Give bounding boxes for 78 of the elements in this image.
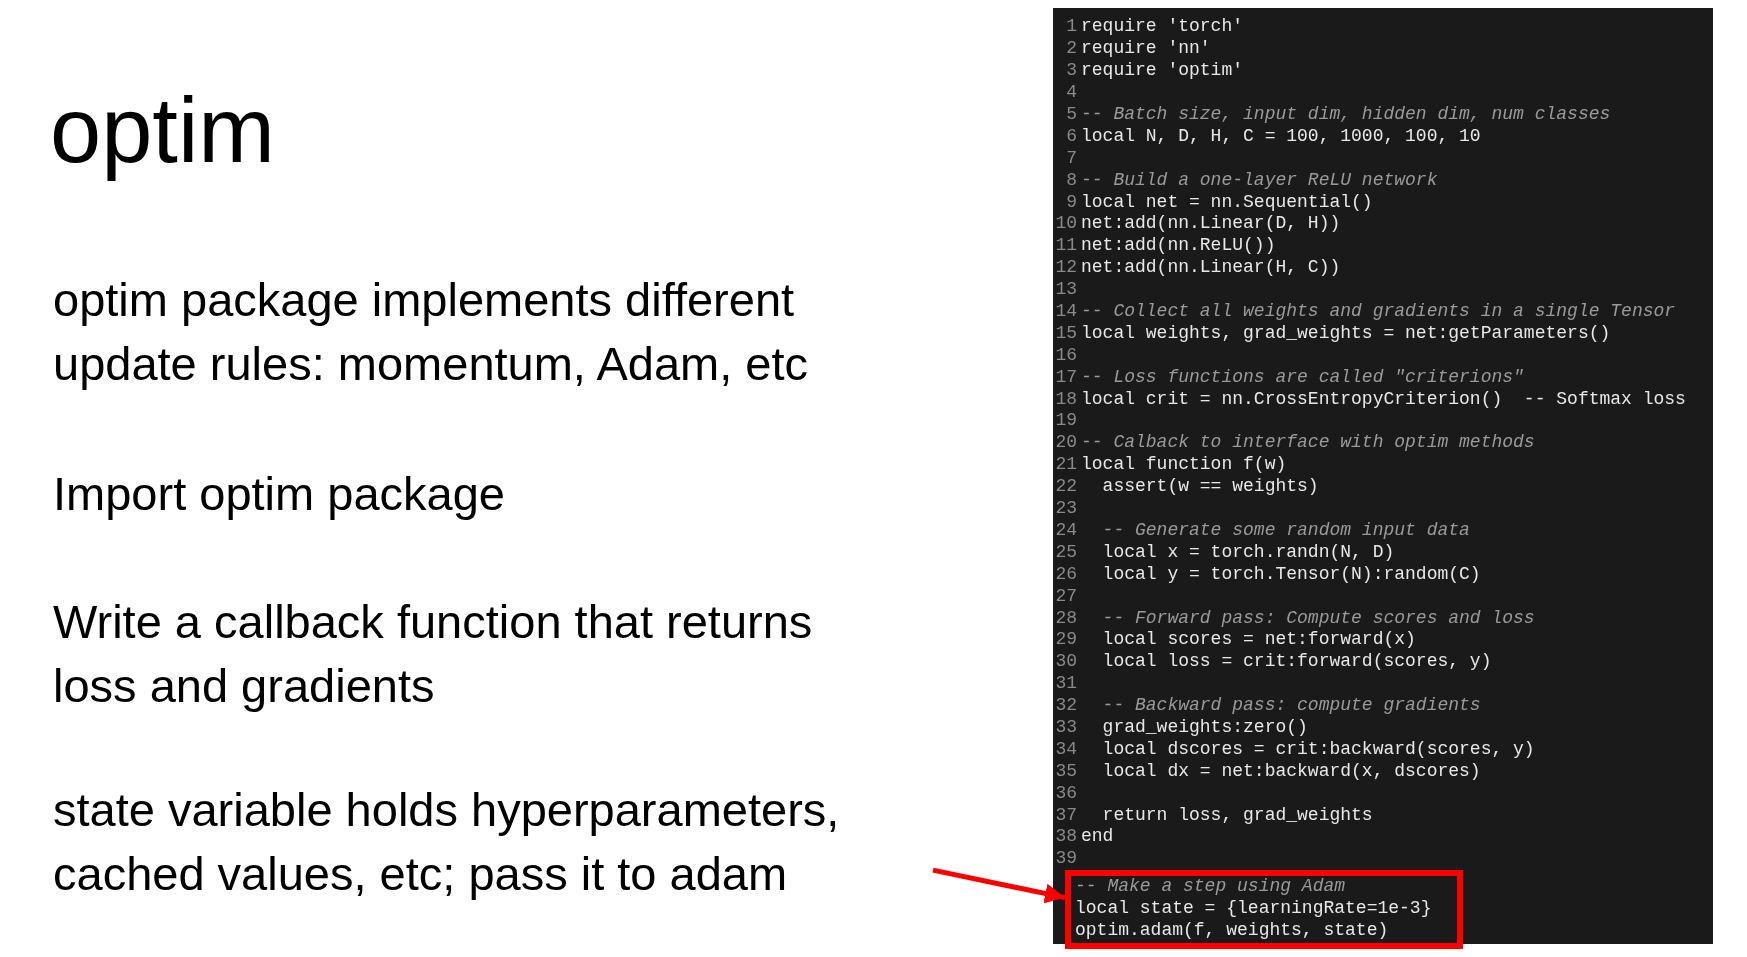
code-line: local x = torch.randn(N, D)	[1101, 540, 1395, 564]
line-number: 12	[1054, 256, 1078, 280]
line-number: 20	[1054, 431, 1078, 455]
line-number: 4	[1065, 81, 1078, 105]
line-number: 25	[1054, 540, 1078, 564]
code-line: local weights, grad_weights = net:getParameters()	[1081, 321, 1611, 345]
line-number: 22	[1054, 475, 1078, 499]
code-line: local state = {learningRate=1e-3}	[1075, 897, 1432, 921]
line-number: 27	[1054, 584, 1078, 608]
line-number: 10	[1054, 212, 1078, 236]
code-line: net:add(nn.ReLU())	[1081, 234, 1276, 258]
line-number: 32	[1054, 694, 1078, 718]
code-comment: -- Calback to interface with optim methods	[1081, 431, 1535, 455]
line-number: 33	[1054, 715, 1078, 739]
bullet-text: state variable holds hyperparameters, cached values, etc; pass it to adam	[53, 778, 933, 906]
code-line: assert(w == weights)	[1101, 475, 1319, 499]
code-comment: -- Collect all weights and gradients in a single Tensor	[1081, 300, 1676, 324]
slide-title: optim	[50, 78, 275, 183]
code-comment: -- Backward pass: compute gradients	[1101, 694, 1481, 718]
line-number: 18	[1054, 387, 1078, 411]
line-number: 9	[1065, 190, 1078, 214]
code-comment: -- Generate some random input data	[1101, 518, 1470, 542]
code-line: net:add(nn.Linear(D, H))	[1081, 212, 1341, 236]
line-number: 30	[1054, 650, 1078, 674]
line-number: 36	[1054, 781, 1078, 805]
code-line: local N, D, H, C = 100, 1000, 100, 10	[1081, 124, 1481, 148]
code-line: local scores = net:forward(x)	[1101, 628, 1416, 652]
code-comment: -- Batch size, input dim, hidden dim, num classes	[1081, 103, 1611, 126]
code-line: local loss = crit:forward(scores, y)	[1101, 650, 1492, 674]
code-line: local function f(w)	[1081, 453, 1287, 477]
line-number: 11	[1054, 234, 1078, 258]
line-number: 37	[1054, 803, 1078, 827]
line-number: 34	[1054, 737, 1078, 761]
code-line: require 'torch'	[1081, 15, 1244, 39]
line-number: 35	[1054, 759, 1078, 783]
code-line: return loss, grad_weights	[1101, 803, 1373, 827]
code-line: require 'optim'	[1081, 59, 1244, 83]
code-line: end	[1081, 825, 1114, 849]
code-line: local y = torch.Tensor(N):random(C)	[1101, 562, 1481, 586]
line-number: 24	[1054, 518, 1078, 542]
line-number: 17	[1054, 365, 1078, 389]
code-line: net:add(nn.Linear(H, C))	[1081, 256, 1341, 280]
line-number: 23	[1054, 497, 1078, 521]
code-line: require 'nn'	[1081, 37, 1211, 61]
line-number: 2	[1065, 37, 1078, 61]
bullet-text: Write a callback function that returns loss and gradients	[53, 594, 814, 714]
code-comment: -- Make a step using Adam	[1075, 875, 1346, 899]
line-number: 31	[1054, 672, 1078, 696]
line-number: 19	[1054, 409, 1078, 433]
line-number: 15	[1054, 321, 1078, 345]
bullet-text: optim package implements different update rules: momentum, Adam, etc	[53, 272, 809, 392]
line-number: 39	[1054, 847, 1078, 871]
code-comment: -- Loss functions are called "criterions"	[1081, 365, 1524, 389]
line-number: 13	[1054, 278, 1078, 302]
line-number: 26	[1054, 562, 1078, 586]
line-number: 28	[1054, 606, 1078, 630]
code-comment: -- Build a one-layer ReLU network	[1081, 168, 1438, 192]
line-number: 14	[1054, 300, 1078, 324]
highlight-box	[1065, 869, 1463, 950]
code-line: local crit = nn.CrossEntropyCriterion() -- Softmax loss	[1081, 387, 1686, 411]
bullet-text: Import optim package	[53, 466, 506, 522]
line-number: 38	[1054, 825, 1078, 849]
code-line: local dx = net:backward(x, dscores)	[1101, 759, 1481, 783]
code-comment: -- Forward pass: Compute scores and loss	[1101, 606, 1535, 630]
code-line: grad_weights:zero()	[1101, 715, 1308, 739]
line-number: 1	[1065, 15, 1078, 39]
line-number: 29	[1054, 628, 1078, 652]
line-number: 3	[1065, 59, 1078, 83]
line-number: 6	[1065, 124, 1078, 148]
line-number: 16	[1054, 343, 1078, 367]
line-number: 8	[1065, 168, 1078, 192]
line-number: 5	[1065, 103, 1078, 126]
code-line: optim.adam(f, weights, state)	[1075, 918, 1389, 942]
line-number: 21	[1054, 453, 1078, 477]
code-line: local net = nn.Sequential()	[1081, 190, 1373, 214]
line-number: 7	[1065, 146, 1078, 170]
code-line: local dscores = crit:backward(scores, y)	[1101, 737, 1535, 761]
arrow	[932, 867, 1066, 904]
